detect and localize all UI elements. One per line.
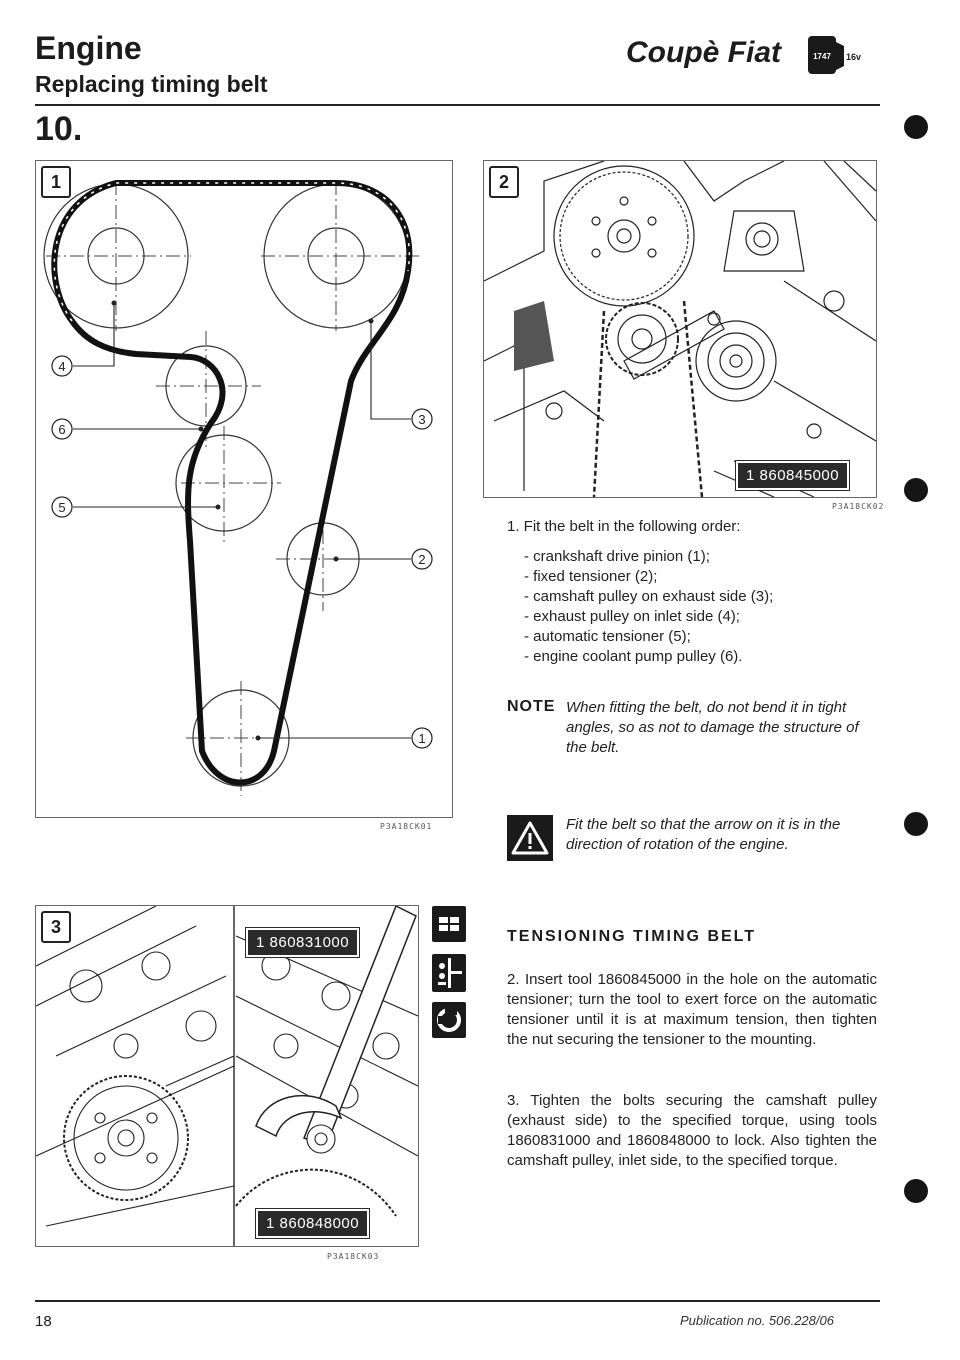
topic-title: Replacing timing belt xyxy=(35,71,268,97)
belt-routing-diagram: 4 6 5 3 2 1 1 xyxy=(35,160,453,818)
torque-setting-icon xyxy=(432,954,466,992)
figure-number: 3 xyxy=(41,911,71,943)
step1-intro: 1. Fit the belt in the following order: xyxy=(507,518,741,535)
footer-rule xyxy=(35,1300,880,1302)
figure-code: P3A18CK01 xyxy=(380,822,433,831)
figure-code: P3A18CK03 xyxy=(327,1252,380,1261)
warning-icon xyxy=(507,815,553,861)
tool-label-top: 1 860831000 xyxy=(246,928,360,957)
figure-number: 2 xyxy=(489,166,519,198)
step3-text: 3. Tighten the bolts securing the camsha… xyxy=(507,1092,877,1169)
note-text: When fitting the belt, do not bend it in… xyxy=(566,699,859,756)
binder-hole xyxy=(904,812,928,836)
list-item: - crankshaft drive pinion (1); xyxy=(524,548,710,565)
badge-number: 1747 xyxy=(813,52,831,61)
tensioner-illustration: 2 1 860845000 xyxy=(483,160,877,498)
camshaft-locking-illustration: 3 1 860831000 1 860848000 xyxy=(35,905,419,1247)
binder-hole xyxy=(904,478,928,502)
callout-2: 2 xyxy=(418,552,425,567)
list-item: - camshaft pulley on exhaust side (3); xyxy=(524,588,774,605)
callout-6: 6 xyxy=(58,422,65,437)
tool-label-bottom: 1 860848000 xyxy=(256,1209,370,1238)
belt-order-list: - crankshaft drive pinion (1); - fixed t… xyxy=(524,547,876,667)
publication-number: Publication no. 506.228/06 xyxy=(680,1313,834,1328)
binder-hole xyxy=(904,1179,928,1203)
binder-hole xyxy=(904,115,928,139)
list-item: - engine coolant pump pulley (6). xyxy=(524,648,743,665)
page-number: 18 xyxy=(35,1313,52,1330)
step-number: 10. xyxy=(35,110,83,148)
list-item: - automatic tensioner (5); xyxy=(524,628,691,645)
tensioning-heading: TENSIONING TIMING BELT xyxy=(507,928,757,945)
header-rule xyxy=(35,104,880,106)
badge-suffix: 16v xyxy=(846,52,861,62)
section-title: Engine xyxy=(35,30,142,66)
model-name: Coupè Fiat xyxy=(626,36,781,69)
spanner-chart-icon xyxy=(432,906,466,942)
warning-text: Fit the belt so that the arrow on it is … xyxy=(566,816,841,853)
figure-code: P3A18CK02 xyxy=(832,502,885,511)
note-label: NOTE xyxy=(507,698,556,715)
callout-1: 1 xyxy=(418,731,425,746)
step2-text: 2. Insert tool 1860845000 in the hole on… xyxy=(507,971,877,1048)
list-item: - fixed tensioner (2); xyxy=(524,568,658,585)
callout-5: 5 xyxy=(58,500,65,515)
list-item: - exhaust pulley on inlet side (4); xyxy=(524,608,740,625)
engine-badge-icon: 1747 16v xyxy=(806,32,864,78)
figure-number: 1 xyxy=(41,166,71,198)
socket-icon xyxy=(432,1002,466,1038)
callout-3: 3 xyxy=(418,412,425,427)
tool-label: 1 860845000 xyxy=(736,461,850,490)
callout-4: 4 xyxy=(58,359,65,374)
